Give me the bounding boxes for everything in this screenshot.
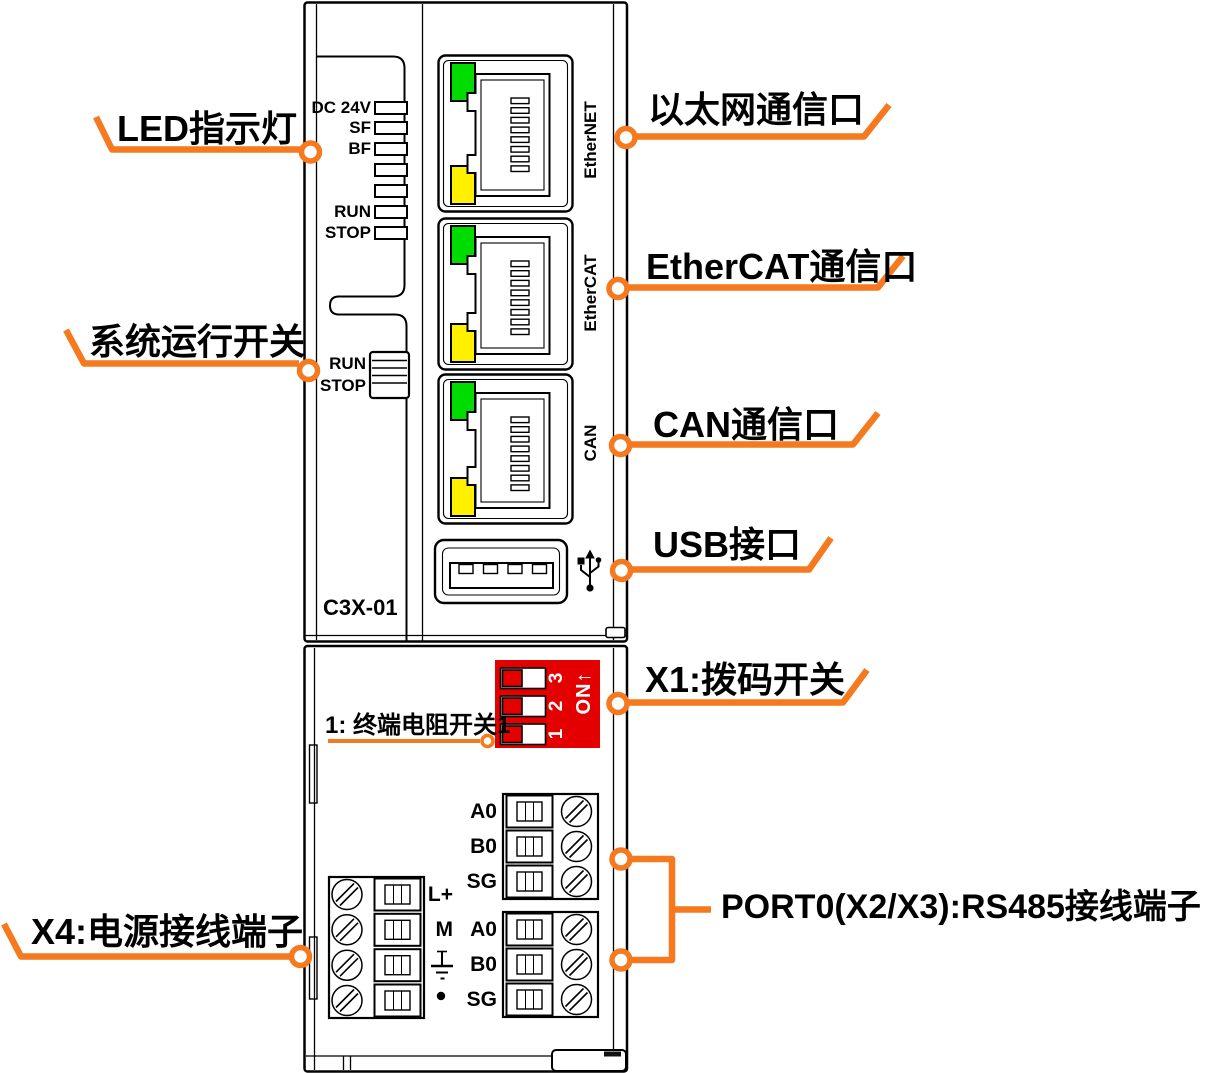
power-label-m: M — [435, 918, 454, 941]
rs485-g2-a0: A0 — [470, 918, 497, 941]
dip-handle-1 — [501, 725, 523, 744]
run-stop-switch — [368, 350, 411, 400]
led-bf — [374, 142, 408, 156]
callout-led: LED指示灯 — [117, 108, 298, 149]
callout-run-switch: 系统运行开关 — [89, 321, 306, 362]
leader-ethercat — [629, 253, 906, 291]
dip-digit-2: 2 — [546, 700, 567, 712]
rs485-g1-a0: A0 — [470, 800, 497, 823]
dip-digit-1: 1 — [546, 728, 567, 740]
link-led-green — [450, 225, 476, 265]
din-clip-upper — [308, 744, 318, 804]
callout-x1-dip: X1:拨码开关 — [645, 659, 846, 700]
module-split-tab — [605, 626, 626, 639]
port-label-can: CAN — [581, 424, 600, 462]
rj45-can — [437, 373, 574, 525]
act-led-yellow — [450, 165, 476, 205]
led-dc24v — [374, 101, 408, 115]
dip-switch — [495, 660, 600, 748]
rj45-ethercat — [437, 217, 574, 371]
port-label-ethernet: EtherNET — [581, 101, 600, 179]
dip-on-label: ON↑ — [573, 671, 595, 715]
power-label-lplus: L+ — [427, 883, 453, 906]
port-label-ethercat: EtherCAT — [581, 254, 600, 332]
led-run — [374, 205, 408, 219]
rj45-pins — [510, 97, 530, 173]
leader-usb — [632, 536, 834, 573]
leader-port0-bracket — [631, 855, 711, 964]
callout-can: CAN通信口 — [653, 404, 839, 445]
callout-usb: USB接口 — [653, 524, 802, 565]
din-clip-lower — [308, 936, 318, 1000]
led-label-stop: STOP — [325, 223, 371, 242]
status-led-bank — [374, 101, 408, 240]
switch-label-run: RUN — [329, 354, 366, 373]
rj45-pins — [510, 416, 530, 492]
led-label-bf: BF — [348, 139, 371, 158]
rs485-terminal-group-1 — [501, 792, 600, 901]
usb-icon — [577, 549, 602, 592]
rs485-g2-b0: B0 — [470, 953, 497, 976]
led-sf — [374, 121, 408, 135]
callout-x4-power: X4:电源接线端子 — [31, 911, 304, 952]
leader-run-switch — [63, 328, 299, 367]
callout-ethercat: EtherCAT通信口 — [646, 246, 918, 287]
callout-term-resistor: 1: 终端电阻开关1 — [325, 712, 511, 739]
power-terminal-block — [327, 875, 426, 1020]
led-recess-outline — [317, 55, 408, 641]
leader-led — [93, 115, 301, 153]
rj45-ethernet — [437, 54, 574, 213]
dip-digit-3: 3 — [546, 672, 567, 684]
led-spare2 — [374, 184, 408, 198]
rs485-g2-sg: SG — [466, 988, 497, 1011]
dip-handle-2 — [501, 697, 523, 716]
model-label: C3X-01 — [323, 595, 398, 620]
led-spare1 — [374, 163, 408, 177]
leader-ethernet — [636, 102, 892, 140]
rs485-terminal-group-2 — [501, 910, 600, 1019]
callout-anchors — [288, 125, 638, 972]
callout-port0-rs485: PORT0(X2/X3):RS485接线端子 — [721, 888, 1201, 926]
callout-ethernet: 以太网通信口 — [648, 89, 865, 130]
callout-leaders — [1, 102, 906, 964]
rs485-g1-sg: SG — [466, 870, 497, 893]
led-stop — [374, 226, 408, 240]
rs485-g1-b0: B0 — [470, 835, 497, 858]
led-label-dc24v: DC 24V — [311, 98, 371, 117]
rj45-pins — [510, 260, 530, 336]
leader-x1 — [629, 668, 870, 706]
led-label-sf: SF — [349, 118, 371, 137]
dip-handle-3 — [501, 669, 523, 688]
usb-port — [433, 538, 569, 605]
dot-icon — [436, 991, 446, 1001]
leader-can — [631, 410, 881, 448]
switch-label-stop: STOP — [320, 376, 366, 395]
led-label-run: RUN — [334, 202, 371, 221]
ground-icon — [431, 950, 453, 980]
leader-x4 — [1, 922, 291, 960]
